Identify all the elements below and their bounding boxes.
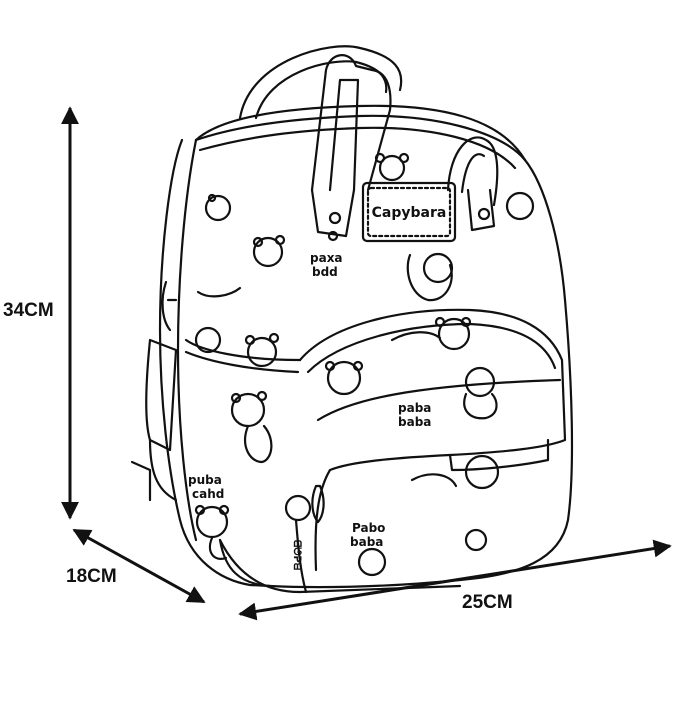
carry-handle bbox=[310, 54, 392, 192]
depth-arrow bbox=[72, 528, 206, 604]
side-zipper-pull bbox=[161, 280, 172, 332]
width-dimension-label: 25CM bbox=[462, 592, 513, 613]
print-text: bdd bbox=[312, 265, 338, 279]
print-text: Pabo bbox=[352, 521, 385, 535]
pocket-zipper-pull bbox=[311, 484, 325, 524]
bag-front-body bbox=[194, 114, 574, 589]
print-text: cahd bbox=[192, 487, 224, 501]
height-dimension-label: 34CM bbox=[3, 300, 54, 321]
depth-dimension-label: 18CM bbox=[66, 566, 117, 587]
tag-text: Capybara bbox=[372, 205, 447, 221]
capybara-prints bbox=[194, 152, 535, 577]
top-handle bbox=[238, 45, 403, 120]
print-text: paxa bbox=[310, 251, 343, 265]
brand-tag-patch bbox=[361, 181, 457, 243]
side-pocket bbox=[145, 338, 178, 452]
bag-side-panel bbox=[158, 138, 272, 588]
rivet bbox=[477, 207, 491, 221]
bag-base bbox=[218, 538, 462, 594]
front-pocket bbox=[298, 308, 567, 572]
print-text: paba bbox=[398, 401, 431, 415]
print-text: baba bbox=[350, 535, 383, 549]
rivet bbox=[328, 211, 342, 225]
print-text: baba bbox=[398, 415, 431, 429]
print-text: ᗺᘎᕈᗺ bbox=[291, 540, 303, 570]
print-text: puba bbox=[188, 473, 222, 487]
